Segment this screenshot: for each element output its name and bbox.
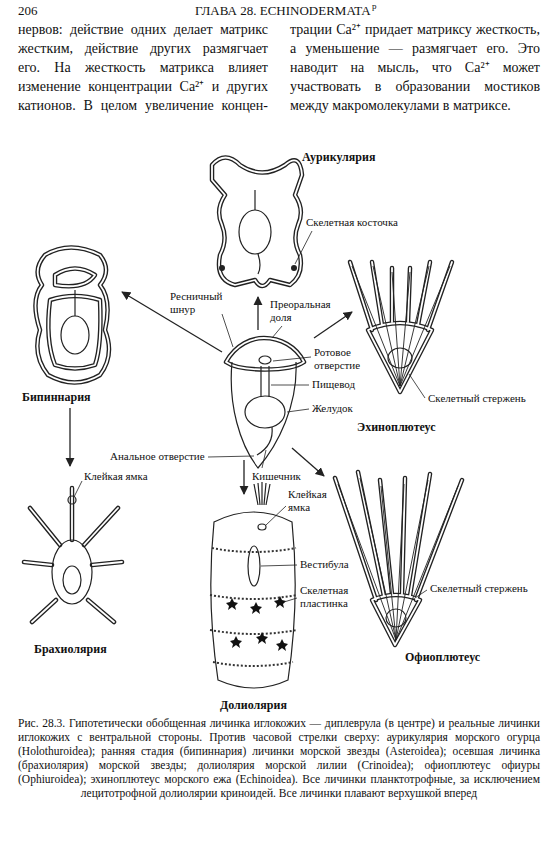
part-label: Скелетный стержень [430, 582, 528, 595]
part-label: Ротовое отверстие [314, 346, 374, 372]
leader-lines [261, 565, 297, 566]
part-label: Скелетная пластинка [300, 584, 362, 610]
larva-outlines [248, 546, 260, 586]
larva-name: Офиоплютеус [405, 650, 480, 664]
larva-outlines [386, 609, 406, 627]
leader-lines [412, 590, 427, 600]
doliolaria-bands [210, 630, 297, 634]
skeletal-plates [226, 596, 288, 651]
larva-name: Аурикулярия [302, 150, 375, 164]
doliolaria-bands [210, 595, 297, 599]
larva-outlines [258, 254, 260, 274]
part-label: Пищевод [312, 378, 355, 391]
development-arrows [70, 292, 352, 494]
part-label: Ресничный шнур [170, 290, 226, 316]
development-arrows [314, 312, 352, 338]
skeletal-plates [256, 632, 268, 644]
development-arrows [243, 460, 244, 494]
leader-lines [262, 450, 266, 468]
leader-lines [272, 326, 282, 338]
larva-outlines [261, 366, 269, 397]
part-label: Желудок [312, 402, 353, 415]
leader-lines [222, 314, 233, 347]
body-text: нервов: действие одних делает матрикс же… [18, 20, 268, 115]
part-label: Кишечник [252, 470, 301, 483]
larva-outlines [74, 290, 75, 316]
larva-outlines [254, 482, 270, 505]
skeletal-plates [230, 636, 242, 648]
leader-lines [295, 231, 312, 264]
larva-outlines [352, 266, 450, 386]
larva-outlines [254, 190, 255, 210]
larva-outlines [61, 316, 89, 354]
part-label: Скелетный стержень [428, 392, 526, 405]
skeletal-plates [276, 639, 288, 651]
larva-outlines [245, 396, 285, 428]
larva-outlines [259, 356, 271, 364]
larva-name: Бипиннария [22, 390, 91, 404]
ossicles [219, 265, 225, 271]
part-label: Преоральная доля [270, 298, 334, 324]
figure-caption: Рис. 28.3. Гипотетически обобщенная личи… [18, 716, 540, 800]
larva-name: Эхиноплютеус [357, 420, 436, 434]
chapter-heading: ГЛАВА 28. ECHINODERMATA [195, 3, 371, 19]
larva-outlines [231, 362, 296, 468]
leader-lines [287, 409, 309, 412]
leader-lines [266, 506, 286, 525]
part-label: Клейкая ямка [288, 488, 332, 514]
larva-outlines [211, 512, 295, 688]
ossicles [291, 265, 297, 271]
leader-lines [208, 456, 254, 457]
development-arrows [69, 408, 70, 466]
leader-lines [273, 357, 311, 361]
page-number: 206 [18, 3, 38, 19]
larva-outlines [52, 540, 92, 604]
part-label: Клейкая ямка [84, 470, 148, 483]
larva-name: Брахиолярия [34, 642, 107, 656]
part-label: Скелетная косточка [306, 216, 398, 229]
doliolaria-bands [213, 662, 293, 666]
leader-lines [284, 598, 297, 602]
larva-name: Долиолярия [220, 698, 287, 712]
leader-lines [409, 374, 425, 398]
body-text: трации Ca²⁺ придает матриксу жесткость, … [290, 20, 540, 115]
part-label: Вестибула [300, 558, 349, 571]
larva-outlines [257, 427, 272, 455]
skeletal-plates [226, 598, 238, 610]
doliolaria-bands [210, 548, 297, 666]
leader-lines [74, 231, 427, 602]
superscript-mark: р [372, 1, 377, 12]
leader-lines [271, 385, 309, 386]
ossicles [219, 265, 297, 271]
larva-outlines [52, 190, 458, 688]
part-label: Анальное отверстие [110, 450, 205, 463]
larva-outlines [338, 478, 458, 640]
leader-lines [74, 481, 82, 497]
larva-outlines [63, 566, 81, 594]
doliolaria-bands [212, 548, 296, 552]
development-arrows [257, 297, 258, 330]
skeletal-plates [250, 602, 262, 614]
larva-outlines [68, 496, 76, 504]
larva-outlines [258, 524, 266, 530]
larva-outlines [239, 210, 271, 254]
